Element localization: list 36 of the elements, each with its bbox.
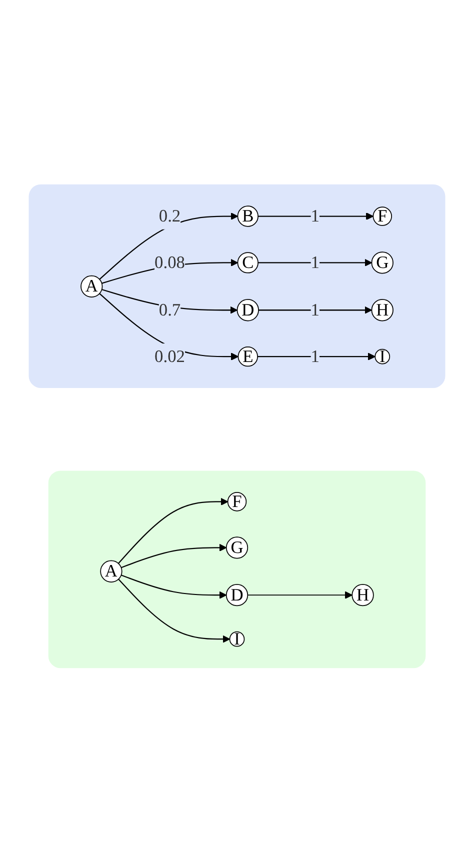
node-circle: D bbox=[236, 299, 259, 322]
node-circle: E bbox=[238, 346, 258, 367]
node-circle: F bbox=[227, 492, 247, 512]
cluster bbox=[28, 184, 446, 388]
edge-label: 1 bbox=[310, 253, 320, 273]
arrow bbox=[99, 212, 238, 280]
node-circle: D bbox=[226, 584, 248, 606]
arrow bbox=[99, 293, 239, 361]
node-circle: I bbox=[229, 632, 245, 648]
node-circle: A bbox=[80, 276, 103, 298]
arrow bbox=[120, 544, 227, 568]
arrow bbox=[258, 259, 372, 267]
node-circle: F bbox=[372, 206, 392, 226]
arrow bbox=[247, 592, 352, 600]
edge-label: 1 bbox=[310, 300, 320, 320]
node-circle: A bbox=[100, 560, 122, 583]
arrow bbox=[258, 306, 372, 314]
arrow bbox=[118, 498, 228, 564]
cluster bbox=[48, 471, 426, 668]
node-circle: I bbox=[374, 349, 390, 365]
edge-label: 0.02 bbox=[154, 347, 185, 366]
arrow bbox=[258, 212, 374, 220]
node-circle: C bbox=[237, 252, 258, 274]
node-circle: H bbox=[371, 299, 394, 322]
arrow bbox=[258, 353, 376, 361]
arrow bbox=[118, 579, 230, 644]
node-circle: G bbox=[226, 536, 248, 559]
node-circle: G bbox=[371, 252, 394, 274]
node-circle: H bbox=[352, 584, 374, 606]
edge-label: 1 bbox=[310, 206, 320, 226]
edge-label: 0.2 bbox=[158, 206, 181, 226]
edge-label: 0.7 bbox=[158, 300, 181, 320]
edge-label: 0.08 bbox=[154, 253, 185, 273]
node-circle: B bbox=[237, 206, 258, 228]
edge-label: 1 bbox=[310, 347, 320, 366]
arrow bbox=[120, 574, 227, 600]
